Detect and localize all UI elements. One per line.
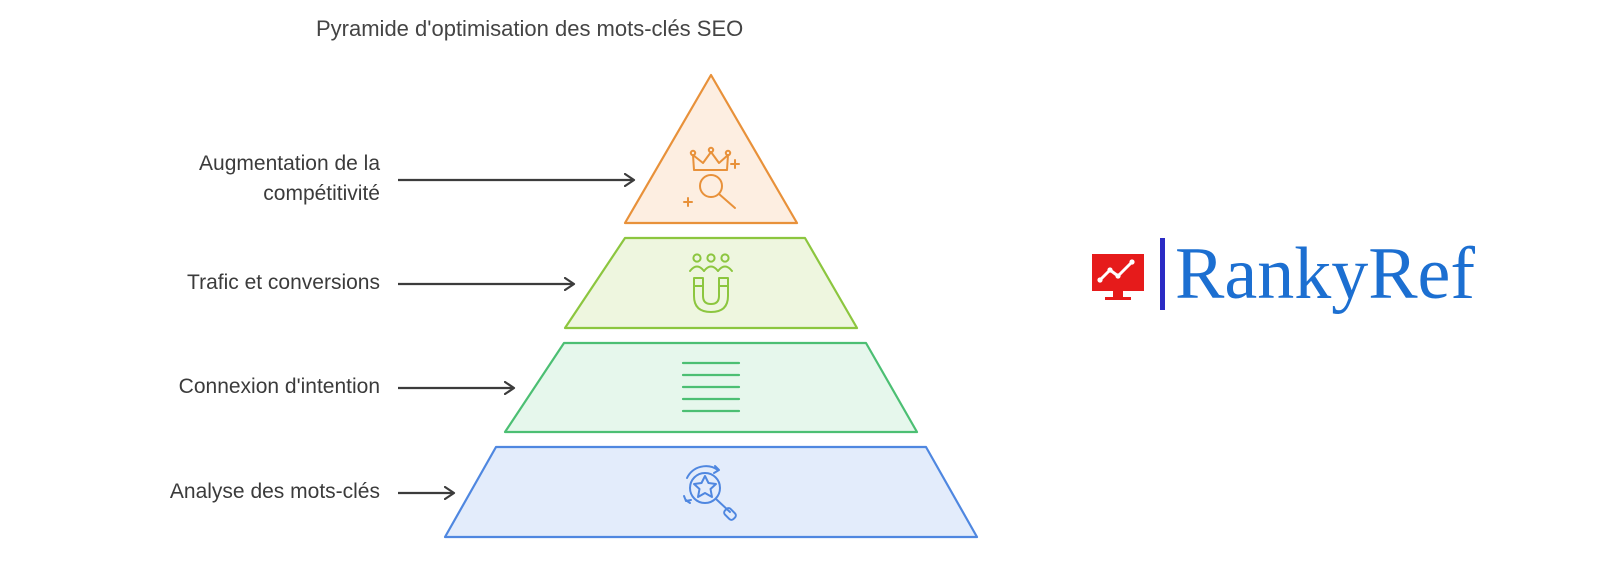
level-label-competitiveness: Augmentation de la compétitivité (199, 149, 380, 209)
diagram-title: Pyramide d'optimisation des mots-clés SE… (316, 16, 744, 41)
crown-magnifier-icon (683, 146, 740, 209)
star-search-cycle-icon (683, 465, 737, 521)
level-label-analysis: Analyse des mots-clés (169, 480, 380, 503)
level-label-line1: Augmentation de la (199, 152, 380, 175)
pyramid-level-2 (563, 236, 859, 330)
lines-list-icon (681, 361, 741, 413)
level-label-traffic: Trafic et conversions (187, 271, 380, 294)
pyramid-level-1 (623, 73, 799, 225)
level-label-line2: compétitivité (263, 182, 380, 205)
brand-logo: RankyRef (1090, 232, 1475, 316)
brand-divider (1160, 238, 1165, 310)
monitor-chart-icon (1092, 254, 1144, 300)
level-label-intent: Connexion d'intention (178, 375, 380, 398)
people-magnet-icon (689, 253, 733, 313)
brand-name: RankyRef (1175, 233, 1476, 315)
